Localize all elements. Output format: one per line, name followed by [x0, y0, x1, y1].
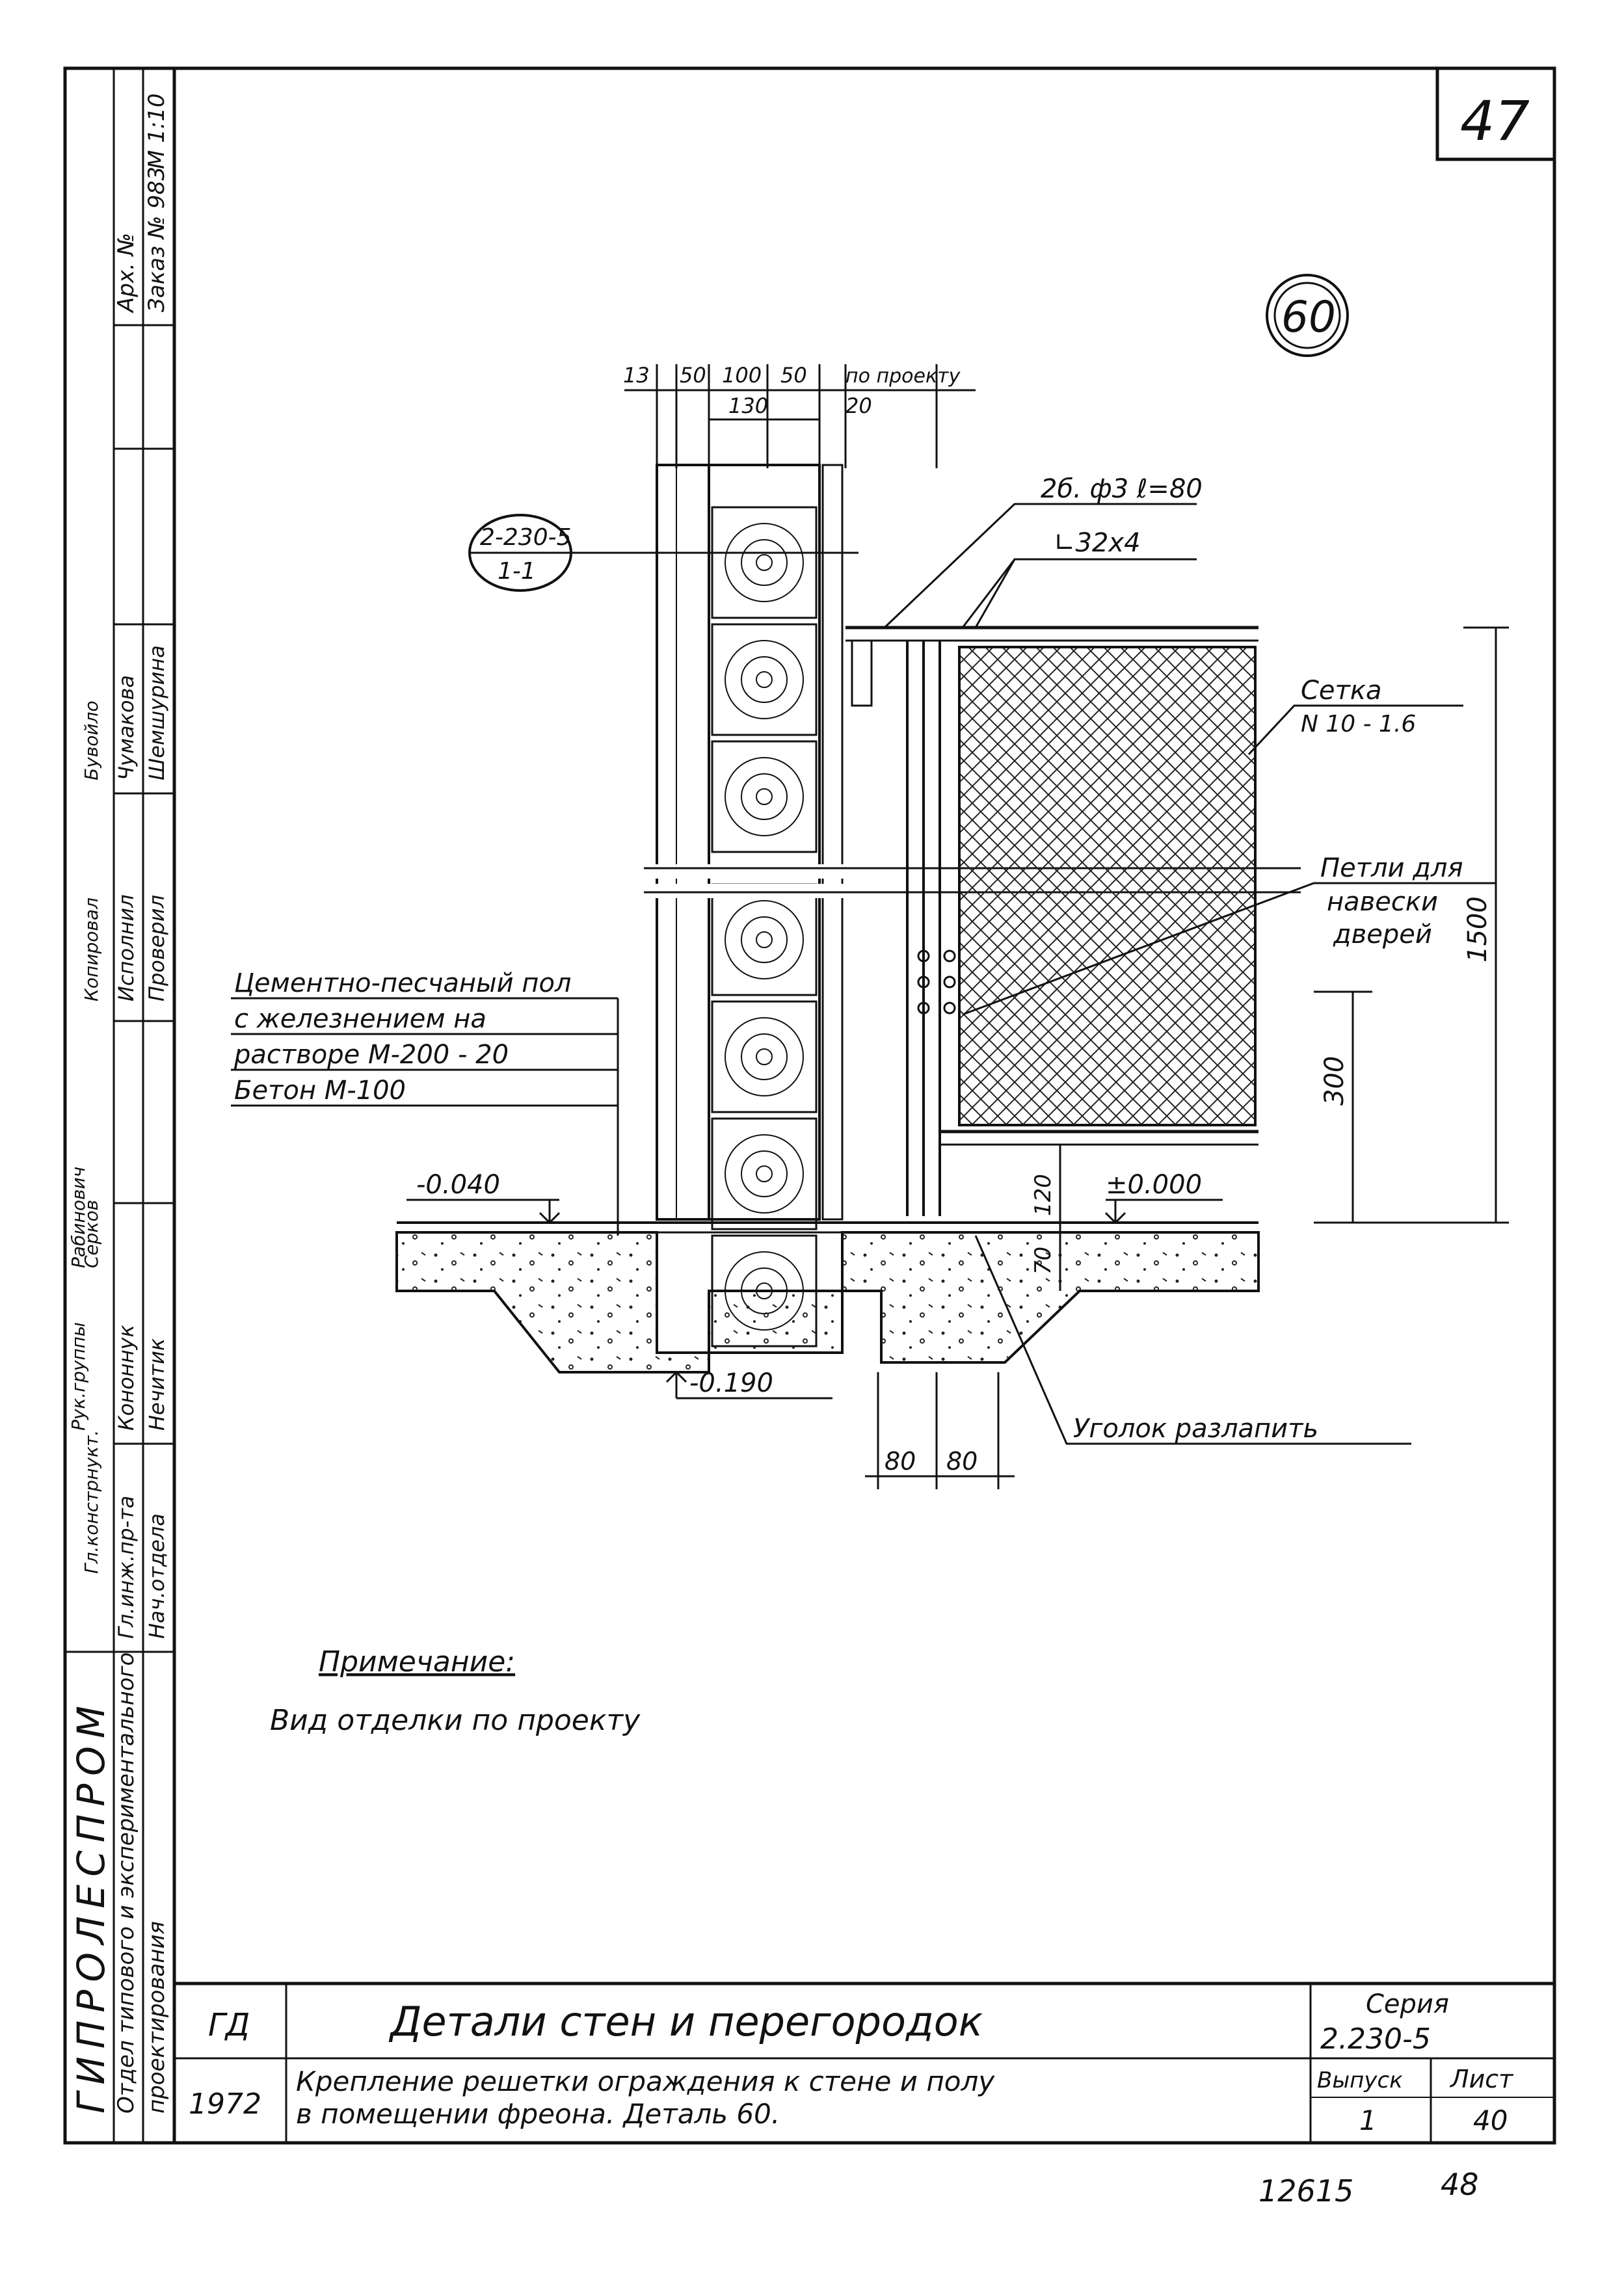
series-label: Серия: [1366, 1989, 1449, 2019]
role-1: Нач.отдела: [144, 1513, 169, 1639]
label-floor-1: Цементно-песчаный пол: [234, 968, 572, 998]
dim-top-project: по проекту: [845, 365, 961, 388]
level-zero: ±0.000: [1106, 1170, 1202, 1200]
label-corner: Уголок разлапить: [1073, 1414, 1318, 1444]
role2-0: Исполнил: [114, 894, 139, 1002]
level-marks: [406, 1199, 1223, 1400]
dim-top-50b: 50: [780, 363, 807, 388]
drawing-subtitle-2: в помещении фреона. Деталь 60.: [296, 2098, 780, 2130]
name2-1: Шемшурина: [144, 645, 169, 780]
dim-bottom-80b: 80: [946, 1447, 978, 1476]
level-minus-0040: -0.040: [416, 1170, 500, 1200]
section-ref-top: 2-230-5: [480, 524, 572, 551]
title-block-grid: [174, 1982, 1554, 2143]
dim-top-20: 20: [845, 393, 872, 418]
outer-frame: [63, 66, 1556, 2145]
dim-top-100: 100: [722, 363, 762, 388]
department-line-1: Отдел типового и экспериментального: [113, 1652, 139, 2114]
label-floor-3: растворе М-200 - 20: [233, 1040, 509, 1070]
name-1: Нечитик: [144, 1338, 169, 1431]
footer-sub: 48: [1441, 2167, 1479, 2202]
dim-70: 70: [1030, 1247, 1056, 1275]
note-title: Примечание:: [319, 1645, 515, 1679]
dim-top-50a: 50: [680, 363, 706, 388]
note-text: Вид отделки по проекту: [270, 1704, 641, 1737]
issue-value: 1: [1359, 2104, 1377, 2136]
department-line-2: проектирования: [144, 1921, 170, 2114]
issue-label: Выпуск: [1317, 2067, 1403, 2093]
role2-1: Проверил: [144, 895, 169, 1002]
page-number-box: [1435, 66, 1556, 161]
label-loops-1: Петли для: [1320, 853, 1463, 883]
dim-1500: 1500: [1463, 896, 1493, 962]
label-mesh-1: Сетка: [1301, 676, 1382, 706]
title-year: 1972: [189, 2088, 261, 2121]
detail-circle-outer: [1266, 274, 1349, 357]
label-loops-2: навески: [1327, 887, 1438, 917]
detail-circle-inner: [1273, 282, 1341, 349]
side-block-grid: [65, 324, 174, 1653]
name2-2: Бувойло: [81, 700, 102, 780]
floor-slab: [395, 1221, 1260, 1373]
order-number: Заказ № 983: [133, 308, 134, 312]
dim-top-13: 13: [623, 363, 650, 388]
page-number: 47: [1460, 89, 1530, 153]
sheet-value: 40: [1473, 2104, 1508, 2136]
organization-name: ГИПРОЛЕСПРОМ: [69, 1698, 113, 2114]
sheet-label: Лист: [1449, 2065, 1514, 2093]
detail-number: 60: [1281, 292, 1336, 342]
footer-number: 12615: [1258, 2173, 1353, 2209]
name-3: Рабинович: [68, 1167, 89, 1268]
floor-callout-lines: [231, 997, 618, 1107]
vertical-dimensions: [1059, 626, 1509, 1291]
section-ref-bottom: 1-1: [498, 558, 536, 585]
dim-bottom-80a: 80: [885, 1447, 916, 1476]
scale-value: М 1:10: [144, 94, 170, 170]
drawing-title: Детали стен и перегородок: [388, 1998, 983, 2045]
name-0: Кононнук: [114, 1324, 139, 1431]
label-bolt: 2б. ф3 ℓ=80: [1041, 474, 1203, 504]
top-dimensions: [624, 364, 976, 468]
drawing-subtitle-1: Крепление решетки ограждения к стене и п…: [296, 2065, 995, 2097]
steel-angle-post: [845, 626, 1258, 1216]
bottom-dimensions: [865, 1372, 1015, 1489]
mesh-panel: [958, 646, 1257, 1126]
role2-2: Копировал: [81, 897, 102, 1002]
dim-top-130: 130: [728, 393, 768, 418]
order-number-visible: Заказ № 983: [144, 166, 170, 312]
dim-120: 120: [1030, 1174, 1056, 1216]
level-minus-0190: -0.190: [689, 1368, 773, 1398]
label-floor-4: Бетон М-100: [234, 1076, 406, 1106]
name-2: Серков: [81, 1200, 102, 1268]
label-mesh-2: N 10 - 1.6: [1301, 711, 1416, 737]
name2-0: Чумакова: [114, 675, 139, 780]
dim-300: 300: [1320, 1056, 1350, 1106]
role-0: Гл.инж.пр-та: [114, 1496, 139, 1639]
label-angle: ∟32x4: [1054, 528, 1141, 558]
title-code: ГД: [208, 2007, 250, 2043]
series-value: 2.230-5: [1320, 2023, 1431, 2056]
label-loops-3: дверей: [1333, 920, 1432, 949]
archive-label: Арх. №: [113, 233, 139, 313]
label-floor-2: с железнением на: [234, 1004, 486, 1034]
role-3: Рук.группы: [68, 1322, 89, 1431]
role-2: Гл.констрнукт.: [81, 1430, 102, 1574]
